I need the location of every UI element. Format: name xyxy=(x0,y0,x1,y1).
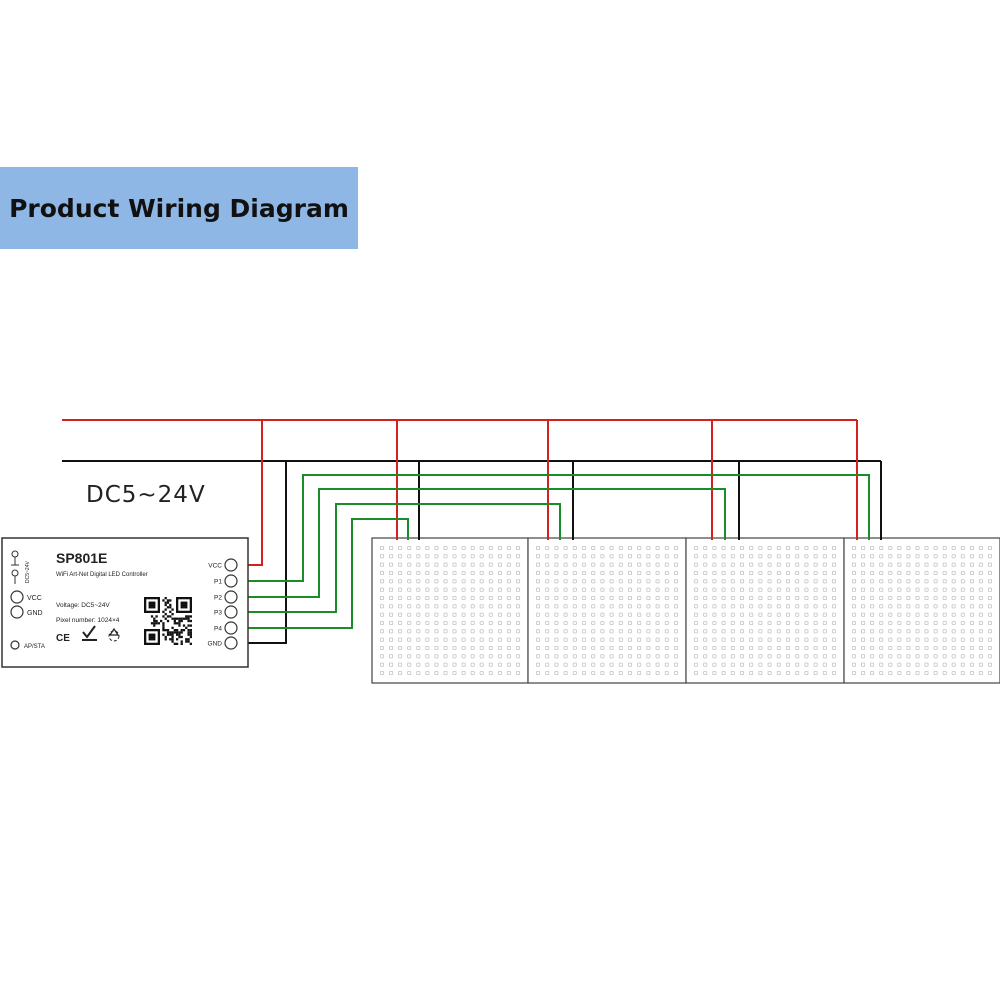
recycle-icon xyxy=(108,627,120,642)
title-banner: Product Wiring Diagram xyxy=(0,167,358,249)
data-wire-p4 xyxy=(238,518,409,629)
controller-model: SP801E xyxy=(56,550,107,566)
terminal-vcc xyxy=(224,558,238,572)
terminal-gnd-label: GND xyxy=(208,641,223,648)
led-panel xyxy=(843,537,1000,684)
terminal-p4 xyxy=(224,621,238,635)
led-panel xyxy=(685,537,845,684)
data-wire-p3 xyxy=(238,503,561,613)
led-panel xyxy=(527,537,687,684)
terminal-p4-label: P4 xyxy=(214,626,222,633)
data-wire-p1 xyxy=(238,474,870,582)
controller-subtitle: WiFi Art-Net Digital LED Controller xyxy=(56,572,148,578)
controller-voltage: Voltage: DC5~24V xyxy=(56,602,110,609)
terminal-p3-label: P3 xyxy=(214,610,222,617)
rohs-icon xyxy=(82,625,97,641)
left-terminal-vcc xyxy=(10,590,24,604)
led-pixel-grid xyxy=(535,545,679,676)
data-wire-p2 xyxy=(238,488,726,598)
dc-jack-icon xyxy=(11,550,19,584)
led-panels xyxy=(371,537,1000,684)
mode-button xyxy=(10,640,20,650)
input-jack-label: DC5~24V xyxy=(25,561,31,583)
led-pixel-grid xyxy=(851,545,993,676)
terminal-vcc-label: VCC xyxy=(208,563,222,570)
left-terminal-gnd xyxy=(10,605,24,619)
power-supply-label: DC5~24V xyxy=(86,482,206,508)
left-terminal-gnd-label: GND xyxy=(27,610,43,617)
terminal-p2-label: P2 xyxy=(214,595,222,602)
terminal-gnd xyxy=(224,636,238,650)
gnd-wire-controller xyxy=(238,461,287,644)
terminal-p3 xyxy=(224,605,238,619)
terminal-p1 xyxy=(224,574,238,588)
mode-button-label: AP/STA xyxy=(24,644,45,650)
led-pixel-grid xyxy=(693,545,837,676)
qr-code-icon xyxy=(144,597,192,645)
ce-mark-icon: CE xyxy=(56,633,70,644)
terminal-p1-label: P1 xyxy=(214,579,222,586)
led-pixel-grid xyxy=(379,545,521,676)
controller-pixels: Pixel number: 1024×4 xyxy=(56,617,120,624)
terminal-p2 xyxy=(224,590,238,604)
banner-title: Product Wiring Diagram xyxy=(9,193,349,223)
left-terminal-vcc-label: VCC xyxy=(27,595,42,602)
controller-box: DC5~24V VCC GND AP/STA SP801E WiFi Art-N… xyxy=(1,537,249,668)
led-panel xyxy=(371,537,529,684)
